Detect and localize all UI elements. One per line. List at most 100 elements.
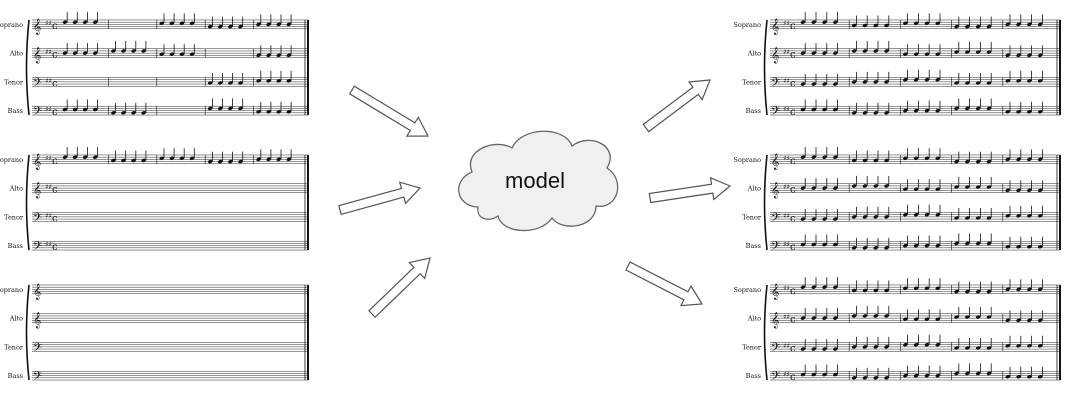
note-head [169,52,175,57]
note-head [954,241,959,246]
note-head [1027,53,1032,58]
note-head [141,158,147,163]
treble-clef-icon: 𝄞 [771,48,779,64]
part-name: Alto [9,185,23,193]
note-head [935,21,941,26]
arrow-input-3-to-model [368,257,431,319]
note-head [159,21,165,26]
part-name: Alto [9,50,23,58]
note-head [975,185,981,189]
note-head [833,285,838,289]
key-signature: ♯♯ [783,48,790,56]
note-head [833,51,838,55]
note-head [975,216,981,220]
note-head [924,212,930,217]
staff-tenor: Tenor𝄢♯♯c [742,69,1060,92]
note-head [954,81,959,85]
note-head [1027,22,1032,27]
note-head [822,155,827,159]
note-head [131,111,136,115]
treble-clef-icon: 𝄞 [771,154,779,170]
note-head [862,184,868,188]
note-head [92,155,98,159]
note-head [72,51,78,55]
note-head [256,22,261,27]
note-head [924,156,930,161]
note-head [965,81,970,85]
key-signature: ♯♯ [783,183,790,191]
note-head [851,80,857,84]
note-head [903,52,908,57]
note-head [924,108,930,113]
note-head [851,215,857,219]
staff-bass: Bass𝄢♯♯c [746,98,1060,121]
note-head [822,217,827,221]
bass-clef-icon: 𝄢 [771,240,780,256]
note-head [228,106,233,111]
time-signature: c [790,372,796,383]
part-name: Bass [8,242,23,250]
treble-clef-icon: 𝄞 [771,284,779,300]
note-head [286,109,292,114]
key-signature: ♯♯ [783,313,790,321]
note-head [822,82,827,86]
staff-soprano: Soprano𝄞♯♯c [733,147,1060,170]
note-head [954,24,959,29]
note-head [862,23,868,28]
part-name: Alto [747,185,761,193]
note-head [884,345,889,349]
note-head [286,157,292,162]
note-head [811,51,817,55]
note-head [975,346,981,350]
note-head [822,285,827,289]
part-name: Tenor [4,213,24,221]
note-head [913,156,919,161]
note-head [276,22,282,27]
note-head [1005,188,1011,193]
note-head [851,376,857,380]
note-head [266,157,272,162]
note-head [82,20,88,24]
staff-soprano: Soprano𝄞♯♯c [0,147,308,170]
note-head [913,77,919,82]
note-head [965,315,970,319]
note-head [873,49,879,53]
note-head [189,21,195,26]
note-head [811,242,817,247]
part-name: Bass [746,372,761,380]
treble-clef-icon: 𝄞 [771,183,779,199]
note-head [1027,157,1032,162]
note-head [913,21,919,26]
note-head [913,52,919,57]
note-head [903,286,908,291]
note-head [975,81,981,85]
note-head [833,316,838,320]
time-signature: c [790,50,796,61]
note-head [207,106,213,111]
part-name: Bass [746,107,761,115]
note-head [862,215,868,219]
note-head [217,81,223,85]
staff-tenor: Tenor𝄢♯♯c [742,334,1060,357]
staff-tenor: Tenor𝄢♯♯c [4,211,308,227]
bass-clef-icon: 𝄢 [33,370,42,386]
note-head [811,372,817,377]
note-head [169,21,175,26]
bass-clef-icon: 𝄢 [33,211,42,227]
note-head [913,373,919,378]
note-head [1016,287,1021,292]
note-head [141,111,147,115]
note-head [924,187,930,192]
note-head [935,342,941,347]
note-head [851,184,857,188]
note-head [822,372,827,377]
key-signature: ♯♯ [45,154,52,162]
note-head [954,50,959,54]
staff-tenor: Tenor𝄢♯♯c [4,70,308,92]
bass-clef-icon: 𝄢 [33,76,42,92]
time-signature: c [790,242,796,253]
treble-clef-icon: 𝄞 [771,313,779,329]
note-head [822,347,827,351]
treble-clef-icon: 𝄞 [771,19,779,35]
